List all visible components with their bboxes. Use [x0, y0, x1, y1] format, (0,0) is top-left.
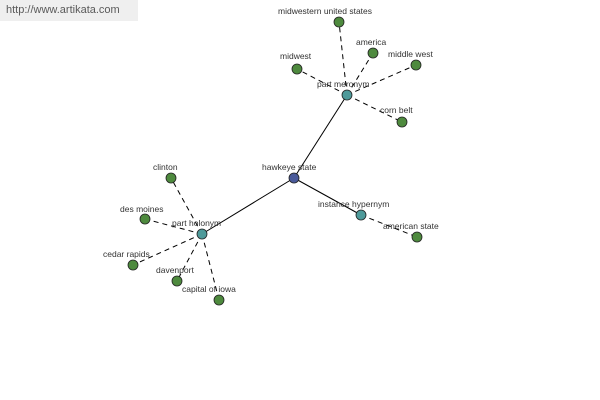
node-circle-davenport[interactable] [171, 275, 183, 287]
node-circle-clinton[interactable] [165, 172, 177, 184]
node-midwest[interactable]: midwest [280, 51, 312, 75]
edge-hawkeye-state-to-part-holonym [201, 177, 295, 235]
edge-hawkeye-state-to-instance-hypernym [293, 177, 362, 216]
edge-instance-hypernym-to-american-state [360, 214, 418, 238]
node-label-capital-of-iowa: capital of iowa [182, 284, 236, 294]
node-midwestern-united-states[interactable]: midwestern united states [278, 6, 372, 28]
node-capital-of-iowa[interactable]: capital of iowa [182, 284, 236, 306]
node-label-instance-hypernym: instance hypernym [318, 199, 389, 209]
edge-part-meronym-to-midwestern-united-states [338, 21, 348, 96]
node-clinton[interactable]: clinton [153, 162, 178, 184]
node-circle-hawkeye-state[interactable] [288, 172, 300, 184]
node-circle-part-meronym[interactable] [341, 89, 353, 101]
node-instance-hypernym[interactable]: instance hypernym [318, 199, 389, 221]
node-middle-west[interactable]: middle west [388, 49, 434, 71]
node-label-america: america [356, 37, 387, 47]
node-label-davenport: davenport [156, 265, 194, 275]
node-label-midwest: midwest [280, 51, 312, 61]
node-circle-part-holonym[interactable] [196, 228, 208, 240]
edge-hawkeye-state-to-part-meronym [293, 94, 348, 179]
edge-part-holonym-to-clinton [170, 177, 203, 235]
node-circle-instance-hypernym[interactable] [355, 209, 367, 221]
node-part-holonym[interactable]: part holonym [172, 218, 221, 240]
node-cedar-rapids[interactable]: cedar rapids [103, 249, 150, 271]
node-label-part-meronym: part meronym [317, 79, 369, 89]
node-label-part-holonym: part holonym [172, 218, 221, 228]
node-circle-midwestern-united-states[interactable] [333, 16, 345, 28]
edge-part-holonym-to-capital-of-iowa [201, 233, 220, 301]
node-davenport[interactable]: davenport [156, 265, 194, 287]
source-url-banner[interactable]: http://www.artikata.com [0, 0, 138, 21]
node-circle-cedar-rapids[interactable] [127, 259, 139, 271]
edge-part-holonym-to-cedar-rapids [132, 233, 203, 266]
nodes-layer: hawkeye state part meronym part holonym ins… [103, 6, 439, 306]
node-circle-des-moines[interactable] [139, 213, 151, 225]
node-part-meronym[interactable]: part meronym [317, 79, 369, 101]
node-circle-middle-west[interactable] [410, 59, 422, 71]
node-des-moines[interactable]: des moines [120, 204, 163, 225]
node-label-cedar-rapids: cedar rapids [103, 249, 150, 259]
node-hawkeye-state[interactable]: hawkeye state [262, 162, 317, 184]
node-label-clinton: clinton [153, 162, 178, 172]
node-label-des-moines: des moines [120, 204, 163, 214]
node-american-state[interactable]: american state [383, 221, 439, 243]
node-label-corn-belt: corn belt [380, 105, 413, 115]
node-circle-corn-belt[interactable] [396, 116, 408, 128]
node-america[interactable]: america [356, 37, 387, 59]
node-circle-america[interactable] [367, 47, 379, 59]
edge-part-meronym-to-corn-belt [346, 94, 403, 123]
edge-part-holonym-to-des-moines [144, 218, 203, 235]
node-corn-belt[interactable]: corn belt [380, 105, 413, 128]
edge-part-meronym-to-midwest [296, 68, 348, 96]
node-circle-american-state[interactable] [411, 231, 423, 243]
edge-part-meronym-to-middle-west [346, 64, 417, 96]
edges-layer [132, 21, 418, 301]
node-label-midwestern-united-states: midwestern united states [278, 6, 372, 16]
node-circle-capital-of-iowa[interactable] [213, 294, 225, 306]
node-label-american-state: american state [383, 221, 439, 231]
node-label-hawkeye-state: hawkeye state [262, 162, 317, 172]
node-label-middle-west: middle west [388, 49, 434, 59]
node-circle-midwest[interactable] [291, 63, 303, 75]
